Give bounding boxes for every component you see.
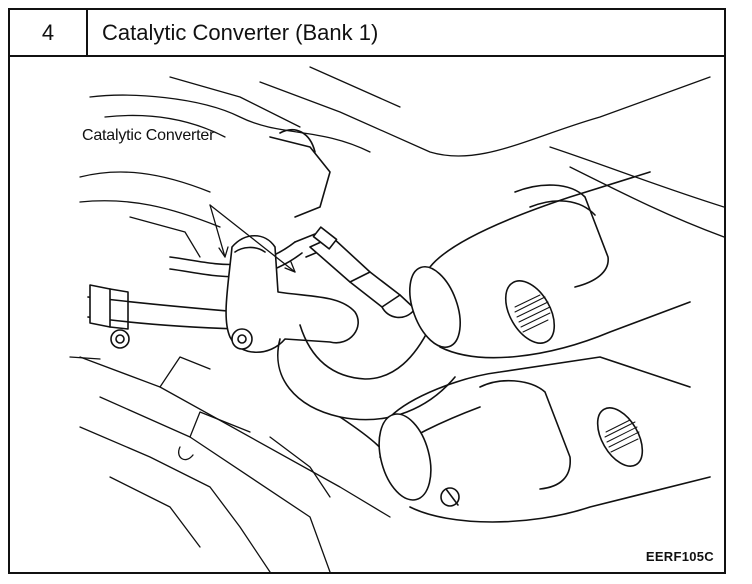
lower-catalytic-converter — [378, 356, 711, 523]
step-number: 4 — [10, 10, 88, 55]
figure-panel: 4 Catalytic Converter (Bank 1) — [8, 8, 726, 574]
upper-catalytic-converter — [409, 171, 691, 359]
callout-arrows — [209, 204, 296, 273]
catalytic-converter-illustration — [69, 66, 724, 572]
lower-heat-shield-texture — [604, 419, 640, 453]
figure-code: EERF105C — [645, 549, 714, 564]
inlet-pipe — [87, 284, 241, 349]
upper-heat-shield-texture — [514, 294, 551, 333]
front-pipe — [277, 324, 481, 478]
chassis-lines — [79, 66, 724, 258]
step-title: Catalytic Converter (Bank 1) — [102, 20, 379, 45]
lower-frame — [69, 356, 391, 572]
step-header: 4 Catalytic Converter (Bank 1) — [10, 10, 724, 57]
manifold-flange — [225, 234, 359, 353]
catalytic-converter-callout: Catalytic Converter — [82, 127, 215, 144]
